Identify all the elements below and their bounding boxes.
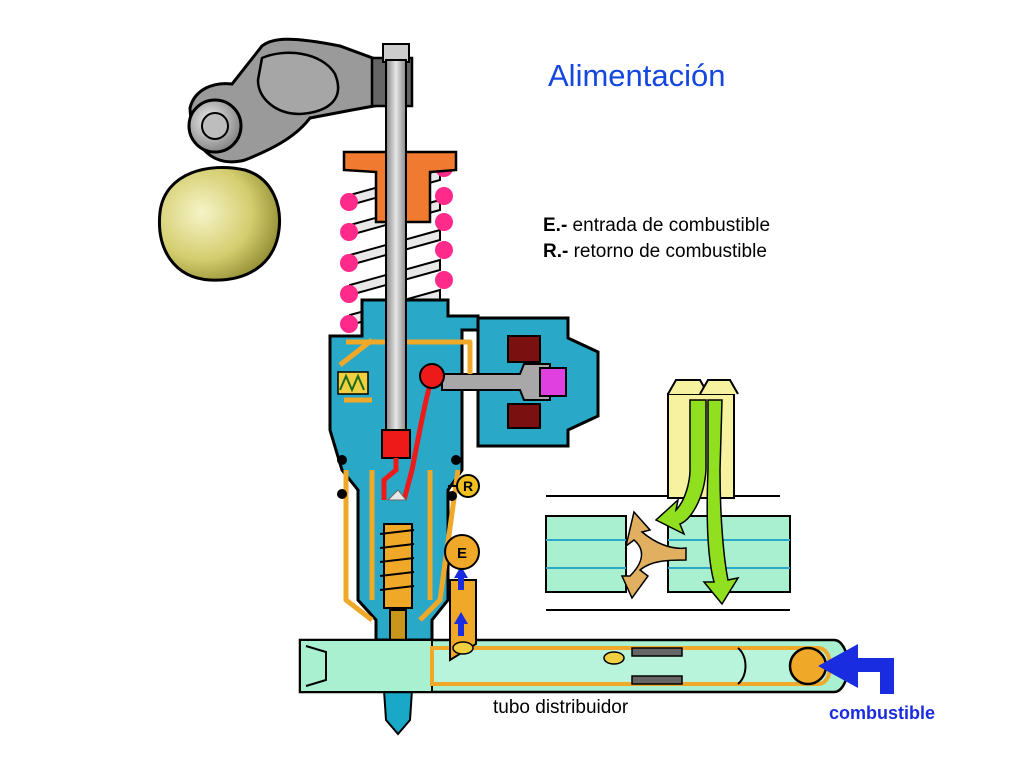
legend-entry: E.- entrada de combustible <box>543 213 770 239</box>
return-badge: R <box>448 474 480 498</box>
entry-badge-label: E <box>457 545 467 562</box>
cam-lobe <box>157 166 281 282</box>
legend-entry-key: E.- <box>543 215 568 236</box>
legend-return-key: R.- <box>543 241 569 262</box>
relief-spring <box>337 371 369 395</box>
solenoid-coil-top <box>507 335 541 363</box>
solenoid-coil-bottom <box>507 403 541 429</box>
legend: E.- entrada de combustible R.- retorno d… <box>543 213 770 265</box>
plunger-rod <box>381 43 411 459</box>
rocker-arm <box>187 37 414 164</box>
fuel-inlet-arrow <box>818 644 894 694</box>
legend-return-text: retorno de combustible <box>568 241 767 262</box>
nozzle-spring <box>379 489 415 609</box>
control-valve-ball <box>419 363 445 389</box>
entry-badge: E <box>444 534 480 570</box>
distributor-tube <box>298 638 850 694</box>
legend-return: R.- retorno de combustible <box>543 239 770 265</box>
legend-entry-text: entrada de combustible <box>567 215 771 236</box>
page-title: Alimentación <box>548 58 726 93</box>
return-badge-label: R <box>463 478 473 494</box>
entry-channel <box>449 566 477 662</box>
fuel-caption: combustible <box>829 703 936 723</box>
tube-caption: tubo distribuidor <box>493 697 629 718</box>
cross-section-detail <box>545 379 791 611</box>
